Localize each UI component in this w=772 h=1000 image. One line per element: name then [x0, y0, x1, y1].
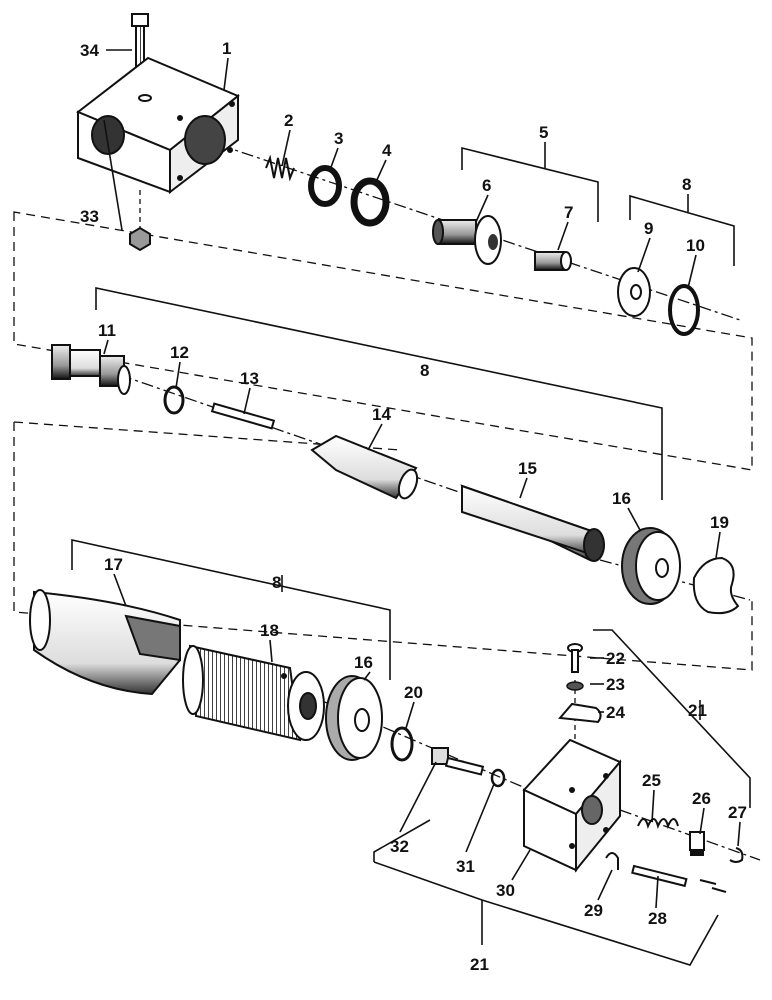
callout-16-lower: 16: [354, 653, 373, 672]
part-29-cotter-pin: [605, 852, 619, 870]
bracket-21-right: [593, 629, 751, 808]
part-9-washer: [617, 267, 651, 317]
part-11-fitting: [51, 344, 131, 395]
part-25-spring: [637, 818, 679, 829]
bracket-8-top: [629, 194, 735, 266]
bracket-8-middle: [95, 287, 663, 500]
callout-16-upper: 16: [612, 489, 631, 508]
assembly-envelope-upper: [13, 211, 753, 471]
part-28-hinge-pin: [631, 864, 727, 893]
bracket-8-lower: [71, 539, 391, 680]
part-19-lock-plate: [692, 556, 740, 615]
callout-21-right: 21: [688, 701, 707, 720]
callout-10: 10: [686, 236, 705, 255]
callout-20: 20: [404, 683, 423, 702]
callout-1: 1: [222, 39, 231, 58]
callout-2: 2: [284, 111, 293, 130]
part-2-spring: [265, 154, 295, 182]
part-13-pin: [210, 402, 276, 430]
callout-24: 24: [606, 703, 625, 722]
part-12-o-ring: [163, 385, 185, 415]
part-16-flange-lower: [325, 675, 383, 761]
part-14-plunger: [310, 434, 419, 500]
part-33-nut: [129, 226, 151, 252]
callout-28: 28: [648, 909, 667, 928]
part-24-clip: [557, 702, 602, 724]
part-6-valve-seat: [432, 215, 502, 265]
bracket-21-bottom: [373, 819, 719, 966]
callout-15: 15: [518, 459, 537, 478]
callout-7: 7: [564, 203, 573, 222]
part-23-lockwasher: [566, 681, 584, 691]
callout-23: 23: [606, 675, 625, 694]
callout-26: 26: [692, 789, 711, 808]
callout-18: 18: [260, 621, 279, 640]
callout-4: 4: [382, 141, 392, 160]
part-15-tube: [460, 484, 605, 562]
part-22-screw: [567, 643, 583, 673]
callout-14: 14: [372, 405, 391, 424]
callout-33: 33: [80, 207, 99, 226]
part-10-o-ring: [668, 284, 700, 336]
callout-29: 29: [584, 901, 603, 920]
callout-22: 22: [606, 649, 625, 668]
callout-11: 11: [98, 321, 116, 340]
callout-34: 34: [80, 41, 99, 60]
callout-21-bottom: 21: [470, 955, 489, 974]
bracket-5: [461, 142, 599, 222]
part-20-o-ring: [390, 726, 414, 762]
callout-9: 9: [644, 219, 653, 238]
callout-labels: 34 1 2 3 4 5 6 7 8 9 10 33 11 12 13 8 14…: [80, 39, 747, 974]
callout-25: 25: [642, 771, 661, 790]
part-16-gland-upper: [621, 527, 681, 605]
part-27-clip: [729, 847, 744, 863]
callout-5: 5: [539, 123, 548, 142]
callout-3: 3: [334, 129, 343, 148]
part-30-cap-block: [522, 738, 622, 873]
part-26-retainer: [689, 831, 705, 856]
callout-32: 32: [390, 837, 409, 856]
callout-27: 27: [728, 803, 747, 822]
part-7-check-valve: [534, 251, 572, 271]
part-4-seal: [350, 177, 390, 227]
part-18-threaded-cylinder: [182, 644, 325, 742]
callout-19: 19: [710, 513, 729, 532]
callout-8-top: 8: [682, 175, 691, 194]
part-3-seal: [308, 165, 342, 207]
callout-6: 6: [482, 176, 491, 195]
part-17-sleeve: [29, 589, 181, 696]
part-1-valve-body: [76, 56, 240, 195]
part-32-stem: [431, 747, 485, 776]
callout-30: 30: [496, 881, 515, 900]
callout-17: 17: [104, 555, 123, 574]
callout-8-lower: 8: [272, 573, 281, 592]
part-31-o-ring: [490, 768, 506, 788]
callout-31: 31: [456, 857, 475, 876]
callout-12: 12: [170, 343, 189, 362]
callout-8-middle: 8: [420, 361, 429, 380]
leader-lines: [103, 49, 741, 909]
callout-13: 13: [240, 369, 259, 388]
